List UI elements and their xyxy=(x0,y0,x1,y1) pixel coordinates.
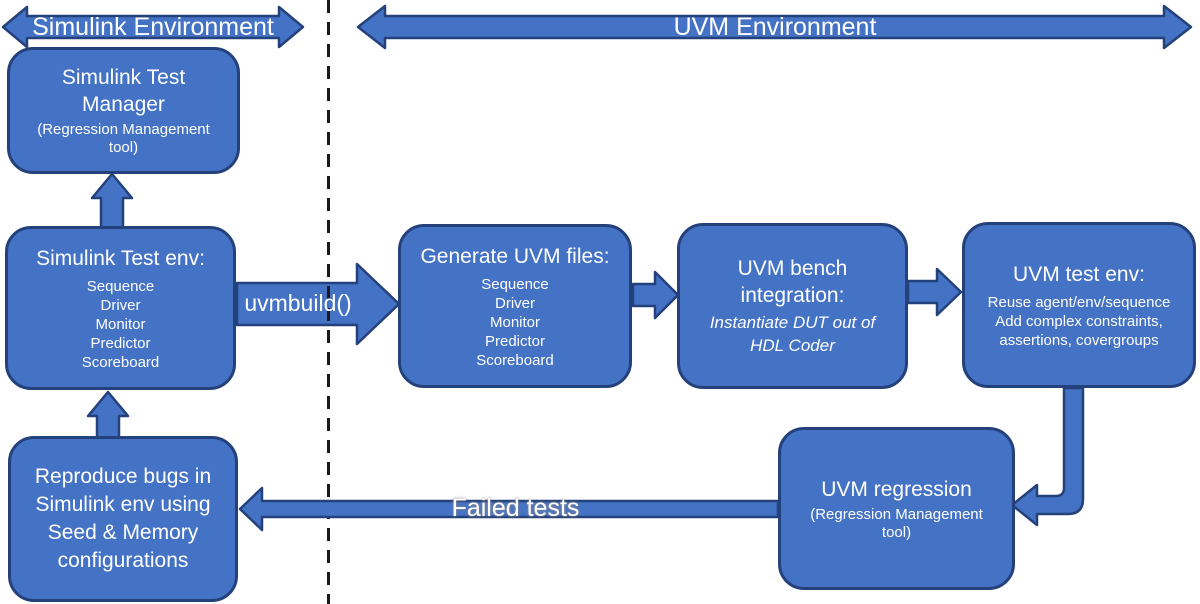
arrow-failed-tests-icon xyxy=(238,486,780,532)
uvmbuild-arrow-label: uvmbuild() xyxy=(244,290,352,316)
box-title: Generate UVM files: xyxy=(420,244,610,268)
box-title: Simulink Test Manager xyxy=(61,66,186,116)
box-title: UVM regression xyxy=(821,477,972,501)
arrow-testenv-to-regression-icon xyxy=(1010,386,1085,527)
list-item: Reuse agent/env/sequence xyxy=(987,293,1171,311)
uvm-test-env-box: UVM test env: Reuse agent/env/sequence A… xyxy=(962,222,1196,388)
list-item: Predictor xyxy=(90,334,151,352)
arrow-bench-to-testenv-icon xyxy=(906,267,963,317)
list-item: Scoreboard xyxy=(476,351,554,369)
failed-tests-arrow-label: Failed tests xyxy=(451,494,580,522)
list-item: Predictor xyxy=(484,332,546,350)
list-item: Driver xyxy=(100,296,141,314)
list-item: Monitor xyxy=(95,315,146,333)
reproduce-bugs-box: Reproduce bugs in Simulink env using See… xyxy=(8,436,238,602)
uvm-regression-box: UVM regression (Regression Management to… xyxy=(778,427,1015,590)
box-subtitle: (Regression Management tool) xyxy=(37,121,210,156)
box-title: UVM test env: xyxy=(1013,262,1145,286)
uvm-environment-banner-label: UVM Environment xyxy=(673,13,877,41)
box-item-list: Sequence Driver Monitor Predictor Scoreb… xyxy=(476,275,554,370)
list-item: Add complex constraints, xyxy=(995,312,1163,330)
box-title: Reproduce bugs in Simulink env using See… xyxy=(34,465,212,572)
arrow-up-reproduce-to-testenv-icon xyxy=(86,390,130,440)
box-item-list: Sequence Driver Monitor Predictor Scoreb… xyxy=(82,277,160,372)
box-subtitle: (Regression Management tool) xyxy=(810,505,983,541)
simulink-environment-banner-arrow xyxy=(1,5,305,49)
list-item: Scoreboard xyxy=(81,353,160,371)
uvm-environment-banner-arrow xyxy=(356,4,1193,50)
box-note-italic: Instantiate DUT out of HDL Coder xyxy=(709,313,876,355)
arrow-uvmbuild-icon xyxy=(235,262,401,346)
simulink-test-env-box: Simulink Test env: Sequence Driver Monit… xyxy=(5,226,236,390)
simulink-environment-banner-label: Simulink Environment xyxy=(32,13,274,41)
uvm-bench-integration-box: UVM bench integration: Instantiate DUT o… xyxy=(677,223,908,389)
list-item: Monitor xyxy=(489,313,541,331)
arrow-up-testenv-to-manager-icon xyxy=(90,172,134,230)
box-title: Simulink Test env: xyxy=(36,246,205,270)
list-item: assertions, covergroups xyxy=(999,331,1159,349)
box-title: UVM bench integration: xyxy=(737,257,848,307)
simulink-test-manager-box: Simulink Test Manager (Regression Manage… xyxy=(7,47,240,174)
list-item: Driver xyxy=(495,294,535,312)
generate-uvm-files-box: Generate UVM files: Sequence Driver Moni… xyxy=(398,224,632,388)
box-item-list: Reuse agent/env/sequence Add complex con… xyxy=(988,293,1171,350)
list-item: Sequence xyxy=(86,277,155,295)
list-item: Sequence xyxy=(481,275,549,293)
arrow-generate-to-bench-icon xyxy=(631,270,680,320)
